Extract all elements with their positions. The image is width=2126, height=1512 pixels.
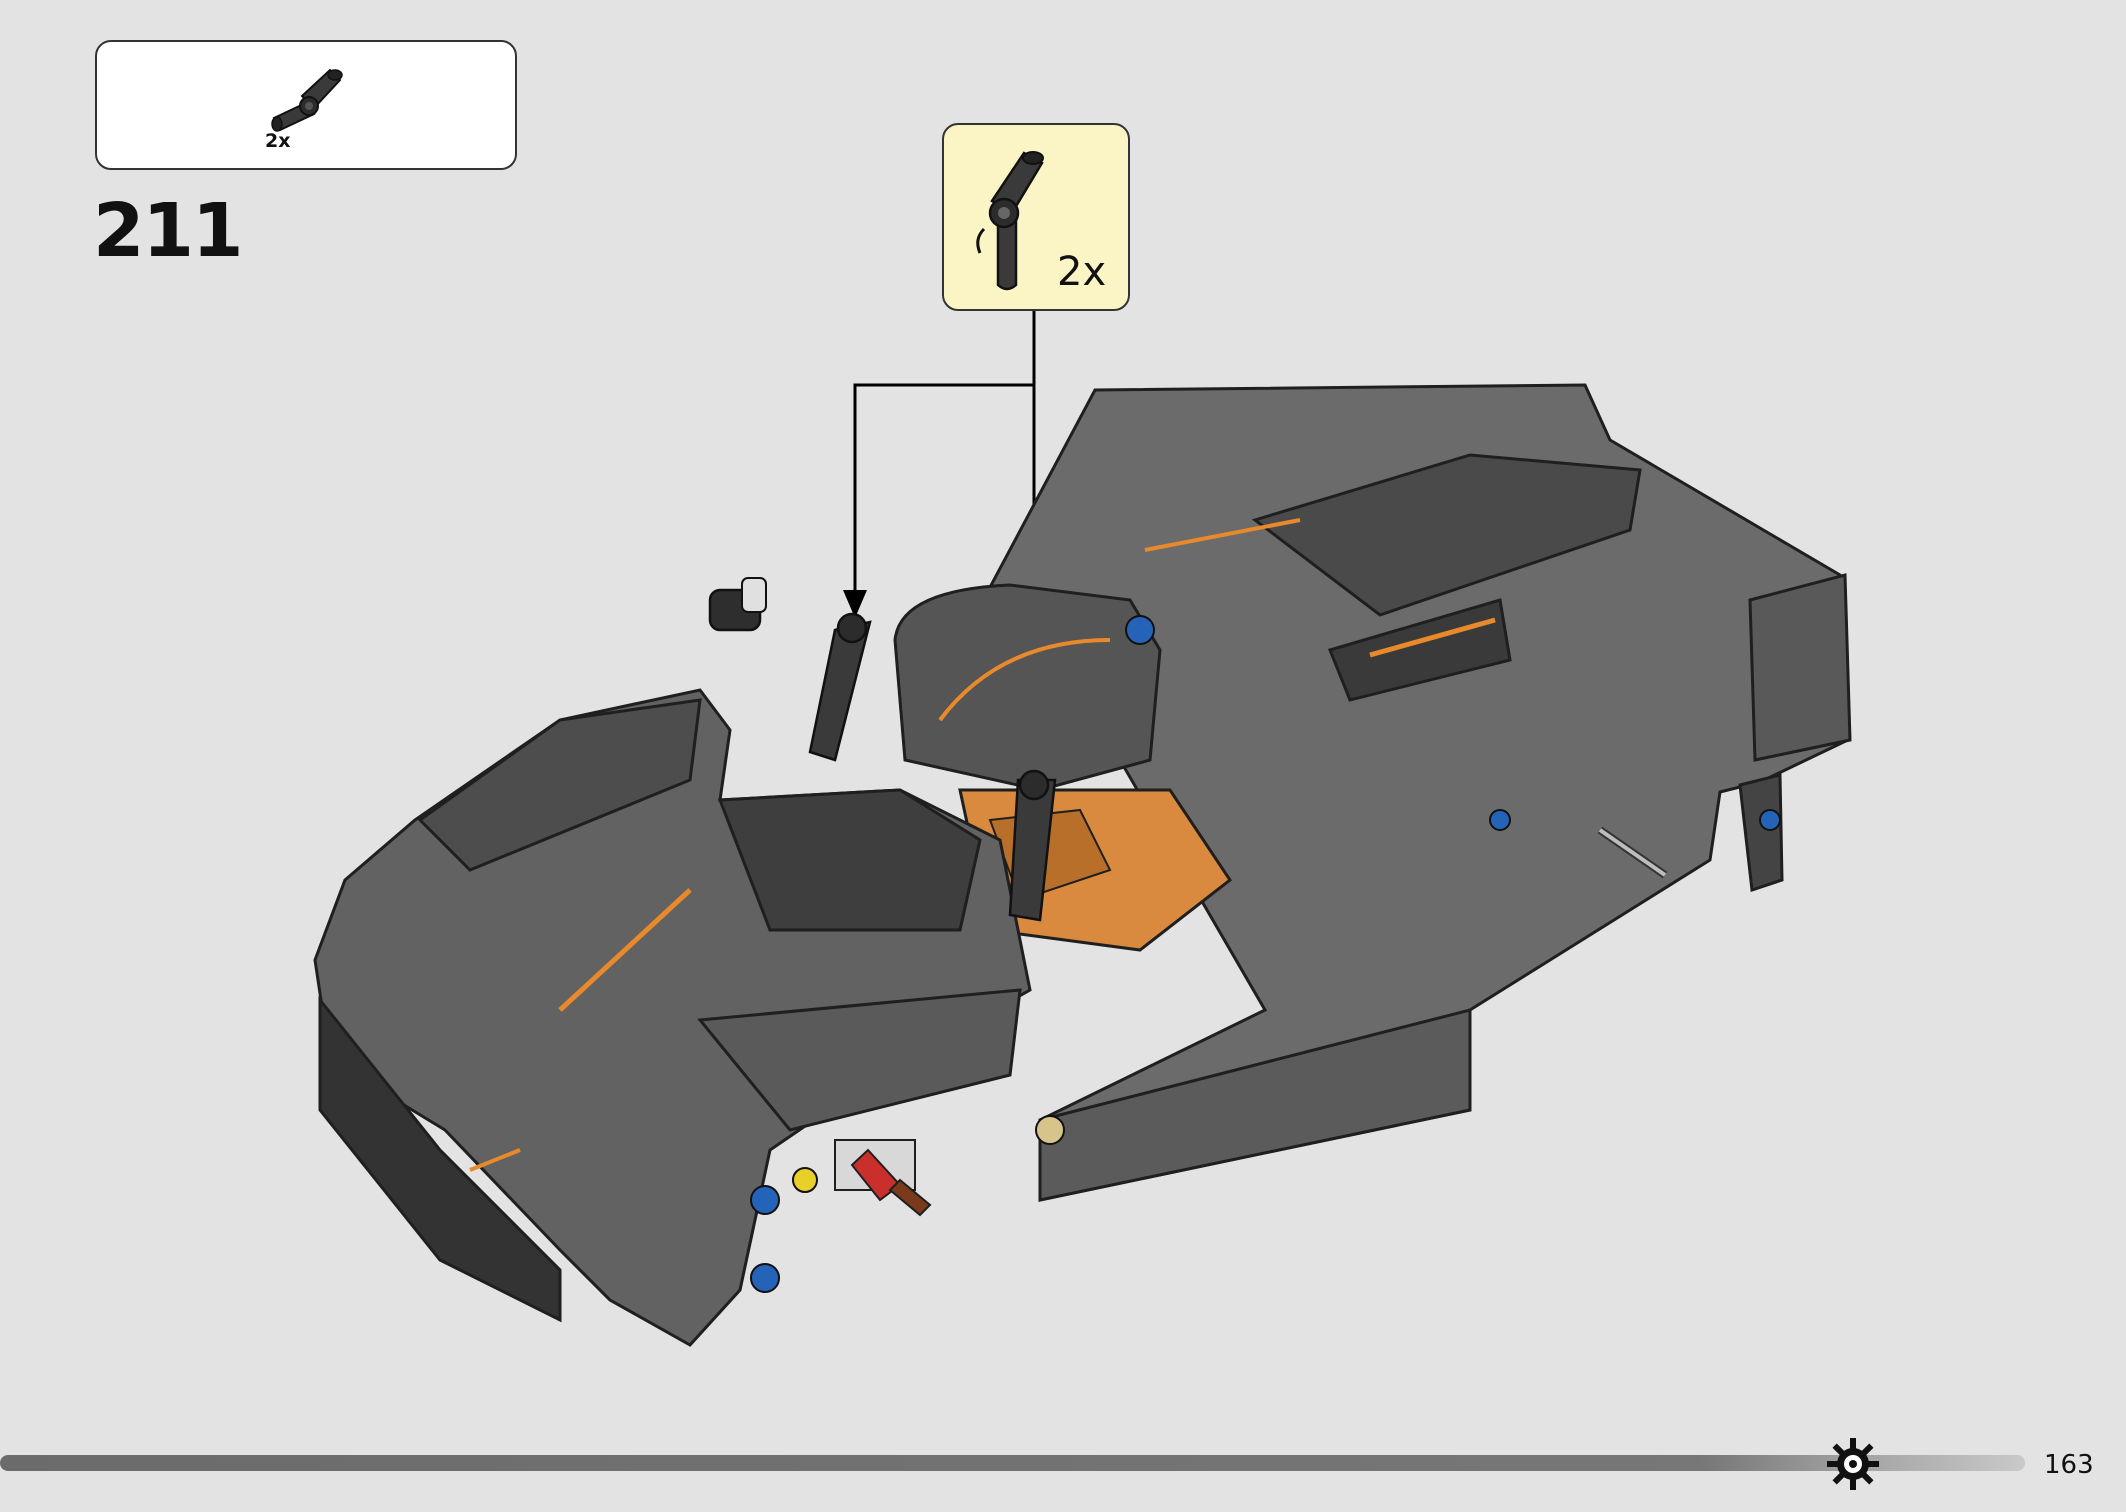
parts-list-box: 2x — [95, 40, 517, 170]
step-number: 211 — [93, 188, 243, 274]
axle-connector-icon — [271, 68, 343, 132]
arrow-head-left — [843, 590, 867, 618]
parts-callout: 2x — [942, 123, 1130, 311]
footer-progress-bar — [0, 1455, 2025, 1471]
axle-connector-icon — [976, 151, 1044, 291]
gear-icon — [1827, 1438, 1879, 1490]
page-number: 163 — [2044, 1450, 2094, 1480]
parts-quantity: 2x — [265, 130, 291, 152]
callout-quantity: 2x — [1057, 249, 1107, 295]
